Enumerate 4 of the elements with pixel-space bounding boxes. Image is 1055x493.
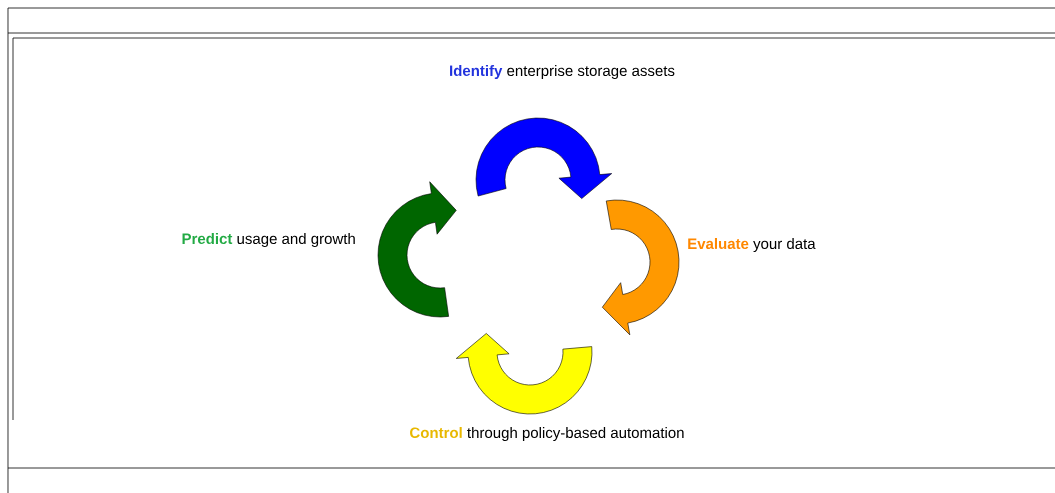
step-label: Control through policy-based automation [410,427,684,441]
step-label: Evaluate your data [688,238,816,252]
step-label: Identify enterprise storage assets [450,65,675,79]
step-label: Predict usage and growth [182,233,355,247]
